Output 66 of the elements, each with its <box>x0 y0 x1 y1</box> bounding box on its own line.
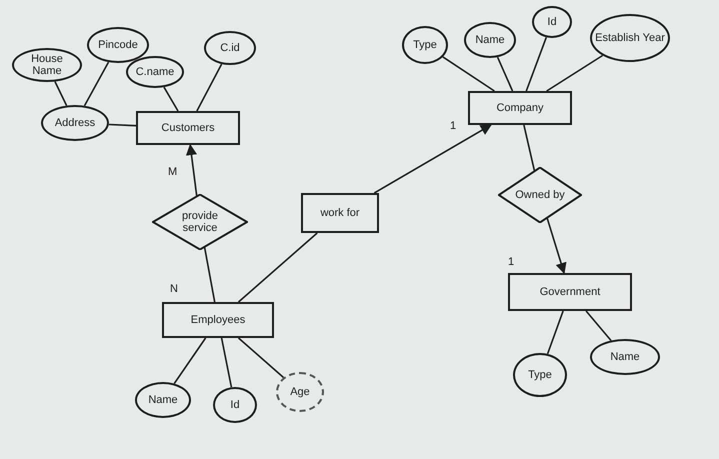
arrow <box>374 124 492 194</box>
attribute-name: C.name <box>134 66 176 78</box>
attribute-ellipse <box>464 22 516 58</box>
attribute-ellipse <box>12 48 82 82</box>
entity-box <box>301 193 379 233</box>
connector-line <box>220 338 232 388</box>
attribute-name: Type <box>527 369 553 381</box>
connector-line <box>174 338 206 384</box>
attribute-name: Type <box>412 39 438 51</box>
connector-line <box>238 232 318 303</box>
attribute-name: Pincode <box>97 39 139 51</box>
attribute-name: House Name <box>30 53 64 77</box>
entity-box <box>468 91 572 125</box>
entity-name: Company <box>495 102 545 114</box>
attribute-ellipse <box>532 6 572 38</box>
attribute-name: Name <box>474 34 506 46</box>
connector-line <box>546 54 604 92</box>
attribute-ellipse <box>41 105 109 141</box>
connector-line <box>496 56 514 92</box>
attribute-name: Name <box>147 394 179 406</box>
connector-line <box>238 337 284 378</box>
arrow <box>546 218 566 274</box>
entity-name: work for <box>319 207 361 219</box>
attribute-ellipse <box>204 31 256 65</box>
entity-box <box>508 273 632 311</box>
entity-name: Customers <box>160 122 216 134</box>
arrow <box>186 144 198 196</box>
attribute-ellipse <box>590 339 660 375</box>
connector-line <box>523 124 536 171</box>
attribute-name: Id <box>229 399 241 411</box>
attribute-ellipse <box>590 14 670 62</box>
attribute-name: C.id <box>219 42 241 54</box>
relationship-name: provide service <box>180 210 220 234</box>
relationship-name: Owned by <box>514 189 566 201</box>
cardinality-label: N <box>170 283 178 295</box>
attribute-name: Name <box>609 351 641 363</box>
attribute-ellipse <box>513 353 567 397</box>
entity-box <box>162 302 274 338</box>
connector-line <box>204 247 216 302</box>
attribute-name: Id <box>546 16 558 28</box>
attribute-name: Address <box>54 117 96 129</box>
attribute-ellipse <box>135 382 191 418</box>
connector-line <box>84 62 110 106</box>
connector-line <box>108 124 136 126</box>
attribute-ellipse <box>402 26 448 64</box>
connector-line <box>196 64 222 112</box>
connector-line <box>163 86 179 112</box>
connector-line <box>54 81 68 106</box>
relationship-diamond <box>498 167 582 223</box>
connector-line <box>546 310 564 354</box>
connector-line <box>585 310 612 342</box>
relationship-diamond <box>152 194 248 250</box>
entity-name: Government <box>538 286 602 298</box>
cardinality-label: M <box>168 166 178 178</box>
attribute-name: Age <box>289 386 311 398</box>
connector-line <box>526 37 548 92</box>
derived-attribute-ellipse <box>276 372 324 412</box>
entity-name: Employees <box>190 314 246 326</box>
attribute-ellipse <box>87 27 149 63</box>
connector-line <box>442 56 495 92</box>
cardinality-label: 1 <box>508 256 514 268</box>
attribute-ellipse <box>126 56 184 88</box>
attribute-name: Establish Year <box>594 32 666 44</box>
cardinality-label: 1 <box>450 120 456 132</box>
entity-box <box>136 111 240 145</box>
attribute-ellipse <box>213 387 257 423</box>
